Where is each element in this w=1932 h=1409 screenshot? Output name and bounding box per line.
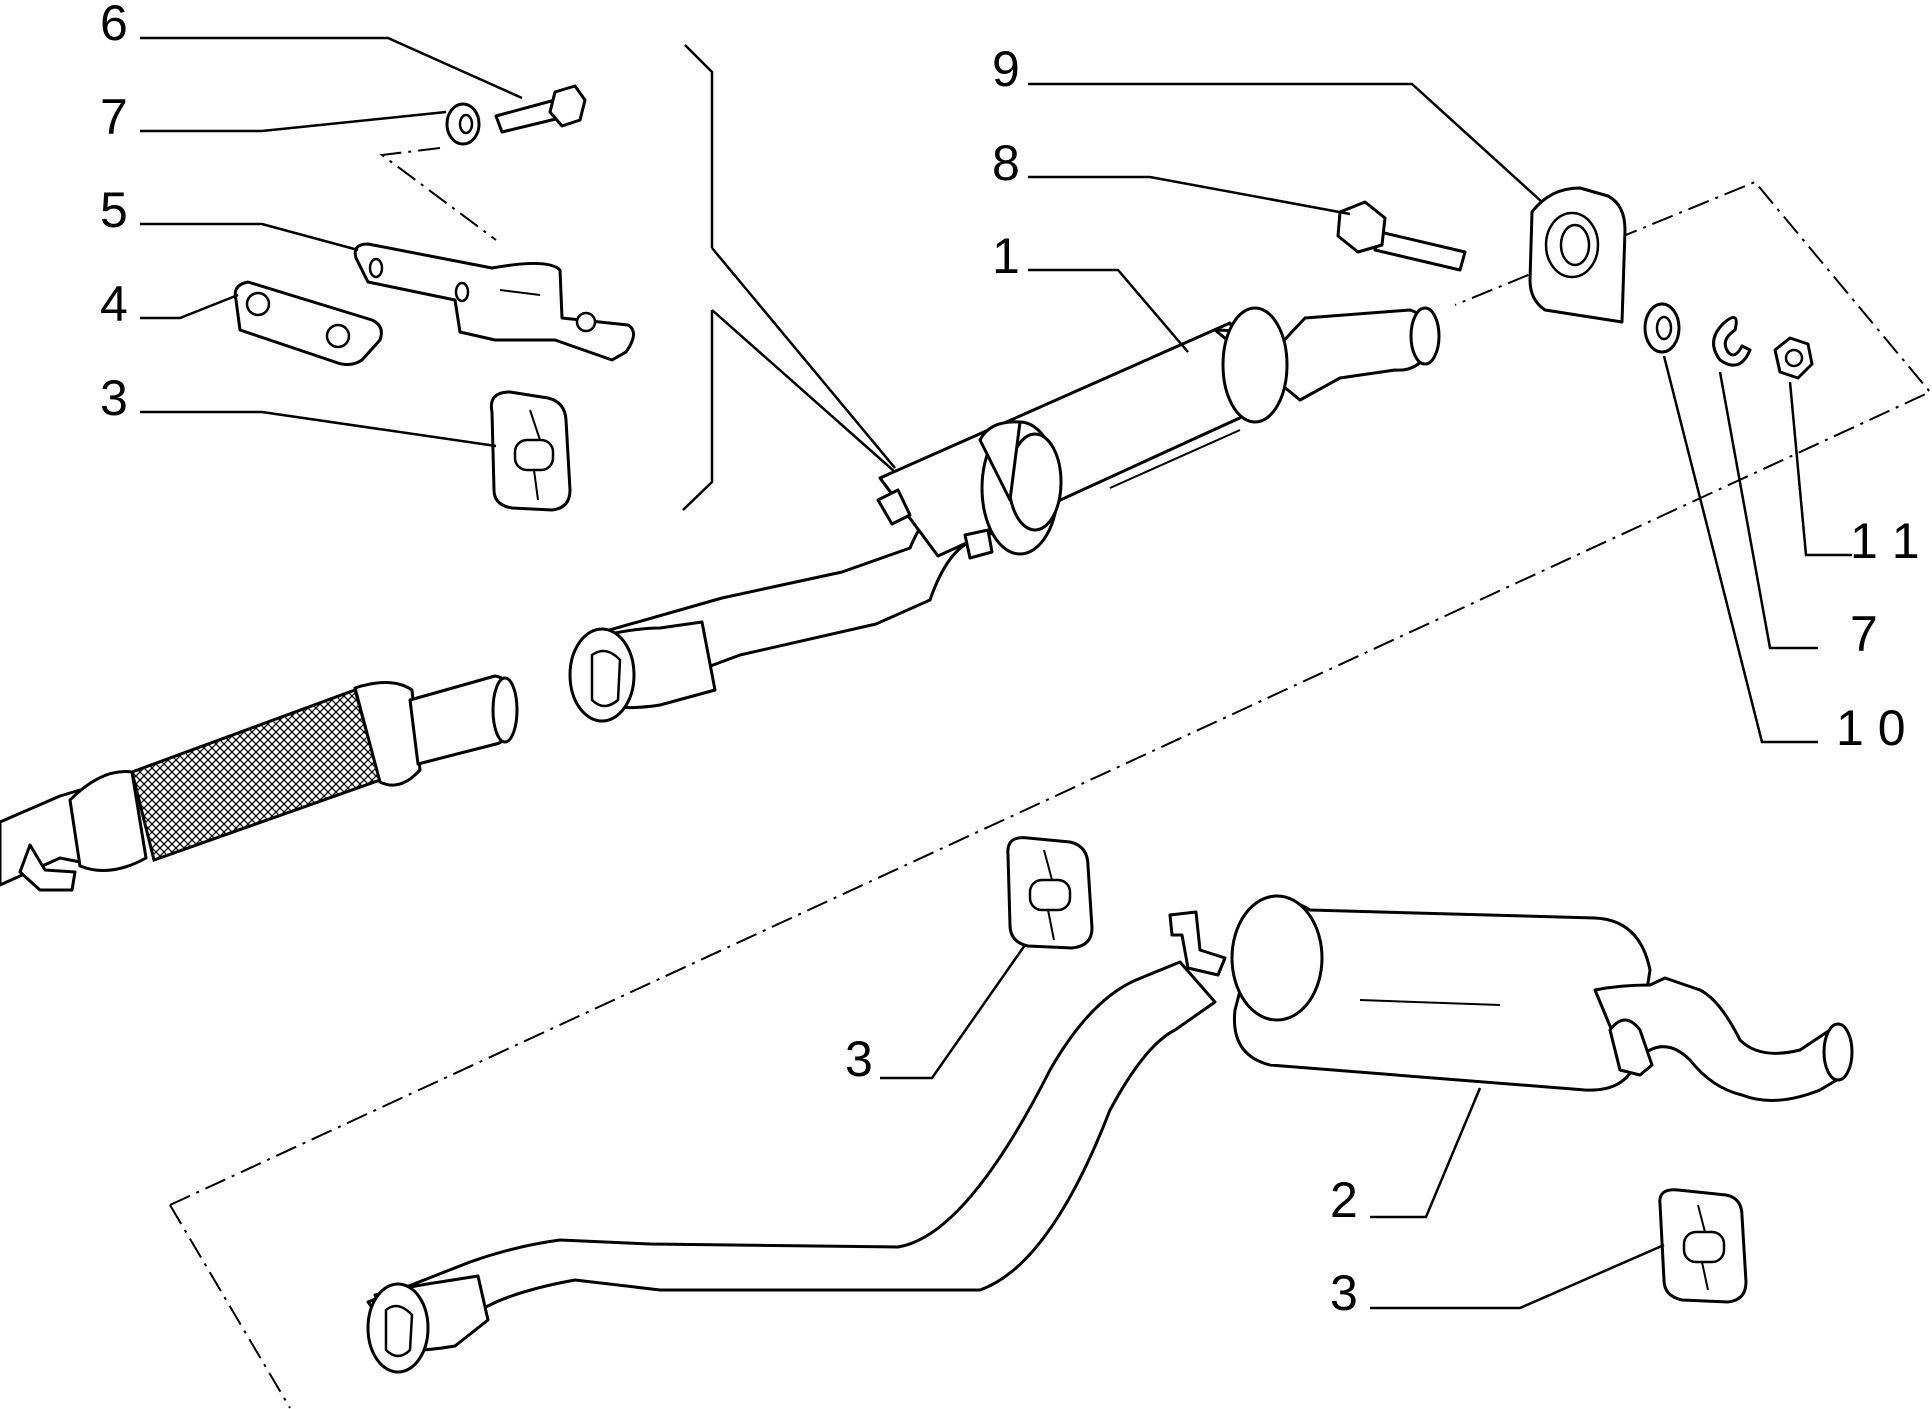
rear-silencer-pipe <box>366 894 1854 1374</box>
callout-10: 1 0 <box>1836 700 1906 756</box>
rubber-mount-bottom <box>1658 1188 1748 1304</box>
nut-right <box>1773 336 1814 380</box>
leader-11 <box>1788 381 1852 557</box>
callout-6: 6 <box>100 0 128 51</box>
rubber-mount-middle <box>1006 836 1094 950</box>
spring-washer <box>1712 316 1752 367</box>
callout-1: 1 <box>992 228 1020 284</box>
rubber-mount-top <box>489 390 572 512</box>
leader-bracket-lower <box>711 309 896 473</box>
callout-7-right: 7 <box>1850 606 1878 662</box>
callout-3-mid: 3 <box>845 1031 873 1087</box>
detail-bracket <box>684 44 714 248</box>
washer-top <box>445 102 481 146</box>
bolt-top <box>494 84 587 134</box>
callout-5: 5 <box>100 182 128 238</box>
leader-3-bottom <box>1370 1243 1665 1310</box>
callout-4: 4 <box>100 276 128 332</box>
flexible-pipe <box>0 674 519 892</box>
detail-bracket-lower <box>682 310 714 511</box>
hanger-bracket <box>353 242 635 362</box>
leader-4 <box>140 293 239 320</box>
bolt-right <box>1336 200 1467 272</box>
leader-3-top <box>140 410 497 448</box>
hanger-assembly-guide <box>379 147 497 241</box>
leader-10 <box>1662 355 1818 744</box>
callout-9: 9 <box>992 41 1020 97</box>
leader-6 <box>140 36 523 100</box>
rubber-bush <box>1528 186 1627 324</box>
callout-11: 1 1 <box>1850 513 1920 569</box>
leader-3-mid <box>880 944 1027 1080</box>
washer-right <box>1643 302 1681 354</box>
leader-2 <box>1370 1087 1482 1219</box>
callout-7-top: 7 <box>100 89 128 145</box>
clamp-plate <box>233 280 383 367</box>
leader-7-top <box>140 110 447 133</box>
leader-1 <box>1028 268 1189 353</box>
leader-7-right <box>1718 371 1818 650</box>
leader-5 <box>140 222 359 252</box>
leader-8 <box>1028 175 1351 216</box>
callout-8: 8 <box>992 135 1020 191</box>
front-silencer-pipe <box>568 306 1441 723</box>
callout-3-bottom: 3 <box>1330 1265 1358 1321</box>
leader-9 <box>1028 82 1543 203</box>
callout-3-top: 3 <box>100 370 128 426</box>
callout-2: 2 <box>1330 1172 1358 1228</box>
rear-section-boundary <box>169 180 1932 1206</box>
rear-section-boundary-lower <box>169 1204 291 1409</box>
leader-bracket <box>711 247 896 469</box>
